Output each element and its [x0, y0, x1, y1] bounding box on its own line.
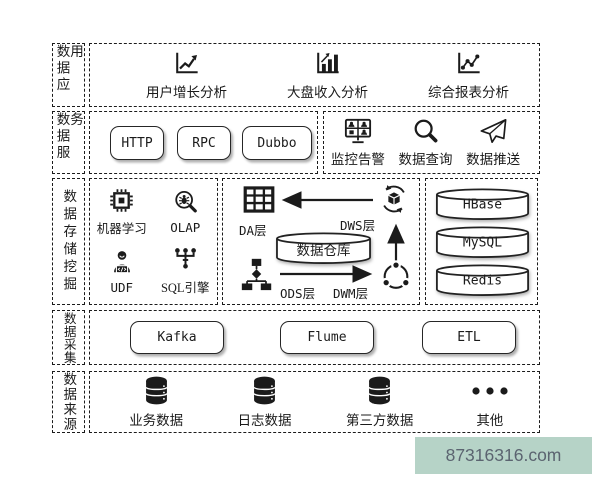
app-item-label: 综合报表分析 [428, 84, 509, 100]
collection-box: Kafka Flume ETL [89, 310, 540, 365]
layer-label-text: 数据来源 [61, 372, 77, 432]
dwm-layer-label: DWM层 [333, 286, 369, 301]
data-warehouse-label: 数据仓库 [296, 243, 351, 259]
flume-button-label: Flume [307, 330, 347, 345]
dubbo-button: Dubbo [242, 126, 312, 160]
app-item-label: 大盘收入分析 [287, 84, 368, 100]
mining-item-label: SQL引擎 [160, 281, 210, 296]
ods-layer-label: ODS层 [280, 286, 316, 301]
flow-chart-icon [241, 258, 272, 291]
app-item-user-growth: 用户增长分析 [146, 50, 227, 101]
developer-icon [113, 250, 130, 274]
mining-item-label: 机器学习 [96, 221, 147, 236]
warehouse-arrows [280, 191, 405, 283]
service-item-push: 数据推送 [466, 117, 520, 168]
mining-item-ml: 机器学习 [90, 182, 154, 242]
table-icon [243, 186, 275, 213]
mining-item-udf: UDF [90, 242, 154, 302]
database-icon [368, 376, 391, 405]
warehouse-box: DA层 DWS层 数据仓库 ODS层 DWM层 [222, 178, 420, 305]
service-item-label: 数据推送 [466, 152, 521, 167]
layer-label-data-storage-mining: 数据存储挖掘 [52, 178, 85, 305]
database-icon [253, 376, 276, 405]
layer-label-data-application: 数据应用 [52, 43, 85, 107]
redis-cylinder: Redis [434, 264, 531, 296]
mysql-cylinder: MySQL [434, 226, 531, 258]
mining-box: 机器学习 OLAP UDF [89, 178, 218, 305]
service-functions-box: 监控告警 数据查询 数据推送 [323, 111, 540, 174]
watermark: 87316316.com [415, 437, 592, 474]
source-item-other: 其他 [468, 375, 512, 429]
service-item-label: 数据查询 [398, 152, 453, 167]
cylinder-shape [274, 232, 373, 264]
http-button: HTTP [110, 126, 164, 160]
package-sync-icon [383, 185, 405, 213]
flume-button: Flume [280, 321, 374, 354]
rpc-button: RPC [177, 126, 231, 160]
etl-button-label: ETL [457, 330, 481, 345]
source-item-third-party: 第三方数据 [345, 375, 414, 429]
dws-layer-label: DWS层 [340, 218, 376, 233]
mining-item-label: UDF [110, 279, 134, 295]
branch-icon [174, 248, 196, 269]
layer-label-text: 数据存储挖掘 [61, 189, 77, 294]
scatter-chart-icon [458, 52, 480, 73]
service-protocol-box: HTTP RPC Dubbo [89, 111, 318, 174]
hbase-label: HBase [462, 197, 503, 213]
service-item-label: 监控告警 [330, 152, 385, 167]
source-item-label: 第三方数据 [345, 413, 414, 428]
da-layer-label: DA层 [239, 223, 267, 238]
paper-plane-icon [480, 118, 507, 144]
dubbo-button-label: Dubbo [257, 135, 297, 151]
storage-box: HBase MySQL Redis [425, 178, 538, 305]
cylinder-shape [434, 226, 531, 258]
layer-label-text: 数据服务 [54, 112, 84, 162]
rpc-button-label: RPC [192, 135, 216, 151]
layer-label-text: 数据应用 [54, 44, 84, 94]
data-application-box: 用户增长分析 大盘收入分析 综合报表分析 [89, 43, 540, 107]
chip-icon [110, 189, 133, 212]
watermark-text: 87316316.com [445, 445, 562, 465]
kafka-button-label: Kafka [157, 330, 197, 345]
service-item-query: 数据查询 [398, 117, 452, 168]
layer-label-data-collection: 数据采集 [52, 310, 85, 365]
app-item-revenue: 大盘收入分析 [287, 50, 368, 101]
monitor-alert-icon [344, 118, 371, 144]
etl-button: ETL [422, 321, 516, 354]
line-chart-icon [176, 52, 198, 73]
database-icon [145, 376, 168, 405]
source-item-business: 业务数据 [129, 375, 183, 429]
layer-label-data-service: 数据服务 [52, 111, 85, 174]
app-item-report: 综合报表分析 [428, 50, 509, 101]
kafka-button: Kafka [130, 321, 224, 354]
source-item-label: 业务数据 [129, 413, 184, 428]
source-item-log: 日志数据 [238, 375, 292, 429]
source-item-label: 日志数据 [237, 413, 292, 428]
http-button-label: HTTP [121, 135, 153, 151]
bug-search-icon [175, 190, 197, 213]
cylinder-shape [434, 188, 531, 220]
redis-label: Redis [462, 273, 503, 289]
search-icon [414, 119, 438, 143]
mysql-label: MySQL [462, 235, 503, 251]
ellipsis-icon [472, 387, 508, 395]
cylinder-shape [434, 264, 531, 296]
data-warehouse-cylinder: 数据仓库 [274, 232, 373, 264]
mining-item-sql-engine: SQL引擎 [154, 242, 218, 302]
source-box: 业务数据 日志数据 第三方数 [89, 371, 540, 433]
hbase-cylinder: HBase [434, 188, 531, 220]
bar-chart-icon [317, 52, 339, 73]
layer-label-data-source: 数据来源 [52, 371, 85, 433]
app-item-label: 用户增长分析 [146, 84, 227, 100]
mining-item-label: OLAP [170, 219, 201, 235]
nodes-icon [381, 260, 411, 289]
layer-label-text: 数据采集 [61, 311, 76, 364]
service-item-monitor: 监控告警 [331, 117, 385, 168]
source-item-label: 其他 [476, 413, 504, 428]
mining-item-olap: OLAP [154, 182, 218, 242]
